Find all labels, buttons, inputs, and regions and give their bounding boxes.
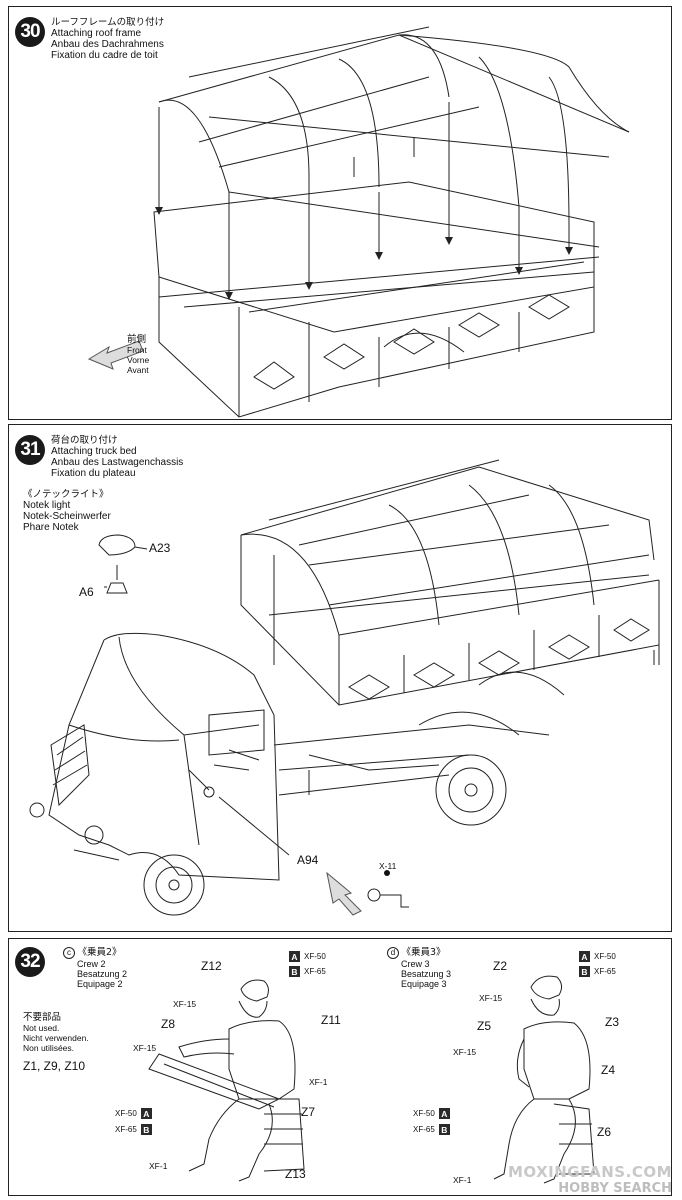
notek-light-caption: 《ノテックライト》 Notek light Notek-Scheinwerfer… [23, 489, 111, 533]
crew3-title-jp: 《乗員3》 [401, 947, 446, 958]
crew3-xf15-a: XF-15 [479, 993, 503, 1003]
paint-box-b: B [289, 966, 300, 977]
crew2-title-en: Crew 2 [77, 959, 106, 969]
step-title: ルーフフレームの取り付け Attaching roof frame Anbau … [51, 17, 164, 61]
part-z8: Z8 [161, 1017, 176, 1031]
part-a94-label: A94 [297, 853, 319, 867]
paint-box-b: B [438, 1124, 450, 1135]
not-used-note: 不要部品 Not used. Nicht verwenden. Non util… [23, 1012, 89, 1054]
part-z12: Z12 [201, 959, 222, 973]
crew2-xf1-a: XF-1 [309, 1077, 328, 1087]
paint-code: XF-65 [304, 967, 326, 976]
crew2-caption: c 《乗員2》 Crew 2 Besatzung 2 Equipage 2 [63, 947, 127, 989]
paint-code: XF-50 [594, 952, 616, 961]
crew2-paint-a: A XF-50 [289, 951, 326, 962]
part-z7: Z7 [301, 1105, 316, 1119]
watermark: MOXINGFANS.COM HOBBY SEARCH [508, 1163, 672, 1196]
title-en: Attaching truck bed [51, 446, 137, 457]
not-used-fr: Non utilisées. [23, 1043, 75, 1053]
crew3-caption: d 《乗員3》 Crew 3 Besatzung 3 Equipage 3 [387, 947, 451, 989]
step-32-panel: 32 不要部品 Not used. Nicht verwenden. Non u… [8, 938, 672, 1196]
part-a6-label: A6 [79, 585, 94, 599]
title-de: Anbau des Lastwagenchassis [51, 457, 184, 468]
step-title: 荷台の取り付け Attaching truck bed Anbau des La… [51, 435, 183, 479]
crew2-xf1-b: XF-1 [149, 1161, 168, 1171]
notek-de: Notek-Scheinwerfer [23, 511, 111, 522]
crew3-lower-paint-b: XF-65 B [413, 1124, 450, 1135]
crew2-xf15-a: XF-15 [173, 999, 197, 1009]
notek-en: Notek light [23, 500, 71, 511]
paint-box-a: A [289, 951, 300, 962]
crew3-paint-a: A XF-50 [579, 951, 616, 962]
front-label: 前側 Front Vorne Avant [127, 334, 150, 376]
title-jp: ルーフフレームの取り付け [51, 17, 165, 28]
paint-code: XF-50 [304, 952, 326, 961]
title-fr: Fixation du cadre de toit [51, 50, 158, 61]
truck-assembly-drawing [9, 425, 673, 933]
crew2-xf15-b: XF-15 [133, 1043, 157, 1053]
paint-box-b: B [140, 1124, 152, 1135]
front-de: Vorne [127, 355, 150, 365]
not-used-en: Not used. [23, 1023, 60, 1033]
watermark-line2: HOBBY SEARCH [558, 1181, 672, 1196]
crew-figures-drawing [9, 939, 673, 1197]
crew2-lower-paint-b: XF-65 B [115, 1124, 152, 1135]
part-z5: Z5 [477, 1019, 492, 1033]
step-30-panel: 30 ルーフフレームの取り付け Attaching roof frame Anb… [8, 6, 672, 420]
step-31-panel: 31 荷台の取り付け Attaching truck bed Anbau des… [8, 424, 672, 932]
paint-code: XF-65 [115, 1125, 137, 1134]
step-number: 32 [15, 947, 45, 977]
paint-code: XF-65 [413, 1125, 435, 1134]
not-used-de: Nicht verwenden. [23, 1033, 89, 1043]
crew3-xf1: XF-1 [453, 1175, 472, 1185]
crew2-title-de: Besatzung 2 [77, 969, 128, 979]
truck-bed-roof-drawing [9, 7, 673, 421]
title-de: Anbau des Dachrahmens [51, 39, 164, 50]
title-en: Attaching roof frame [51, 28, 142, 39]
crew3-lower-paint-a: XF-50 A [413, 1108, 450, 1119]
paint-code: XF-50 [115, 1109, 137, 1118]
paint-box-a: A [140, 1108, 152, 1119]
crew2-letter: c [63, 947, 75, 959]
paint-box-a: A [438, 1108, 450, 1119]
paint-box-a: A [579, 951, 590, 962]
crew2-title-jp: 《乗員2》 [77, 947, 122, 958]
part-z3: Z3 [605, 1015, 620, 1029]
crew3-paint-b: B XF-65 [579, 966, 616, 977]
front-en: Front [127, 345, 147, 355]
watermark-line1: MOXINGFANS.COM [507, 1163, 672, 1181]
crew3-title-de: Besatzung 3 [401, 969, 452, 979]
part-z2: Z2 [493, 959, 508, 973]
step-number: 31 [15, 435, 45, 465]
crew3-letter: d [387, 947, 399, 959]
part-x11-label: X-11 [379, 861, 397, 871]
part-z13: Z13 [285, 1167, 306, 1181]
crew2-paint-b: B XF-65 [289, 966, 326, 977]
not-used-parts: Z1, Z9, Z10 [23, 1059, 86, 1073]
crew3-title-fr: Equipage 3 [401, 979, 447, 989]
title-fr: Fixation du plateau [51, 468, 136, 479]
part-z4: Z4 [601, 1063, 616, 1077]
paint-code: XF-65 [594, 967, 616, 976]
paint-box-b: B [579, 966, 590, 977]
front-jp: 前側 [127, 334, 147, 345]
crew3-xf15-b: XF-15 [453, 1047, 477, 1057]
crew2-lower-paint-a: XF-50 A [115, 1108, 152, 1119]
paint-code: XF-50 [413, 1109, 435, 1118]
front-fr: Avant [127, 365, 149, 375]
part-a23-label: A23 [149, 541, 171, 555]
notek-jp: 《ノテックライト》 [23, 489, 109, 500]
crew3-title-en: Crew 3 [401, 959, 430, 969]
title-jp: 荷台の取り付け [51, 435, 118, 446]
part-z11: Z11 [321, 1013, 341, 1027]
notek-fr: Phare Notek [23, 522, 79, 533]
part-z6: Z6 [597, 1125, 612, 1139]
crew2-title-fr: Equipage 2 [77, 979, 123, 989]
not-used-jp: 不要部品 [23, 1012, 62, 1023]
step-number: 30 [15, 17, 45, 47]
